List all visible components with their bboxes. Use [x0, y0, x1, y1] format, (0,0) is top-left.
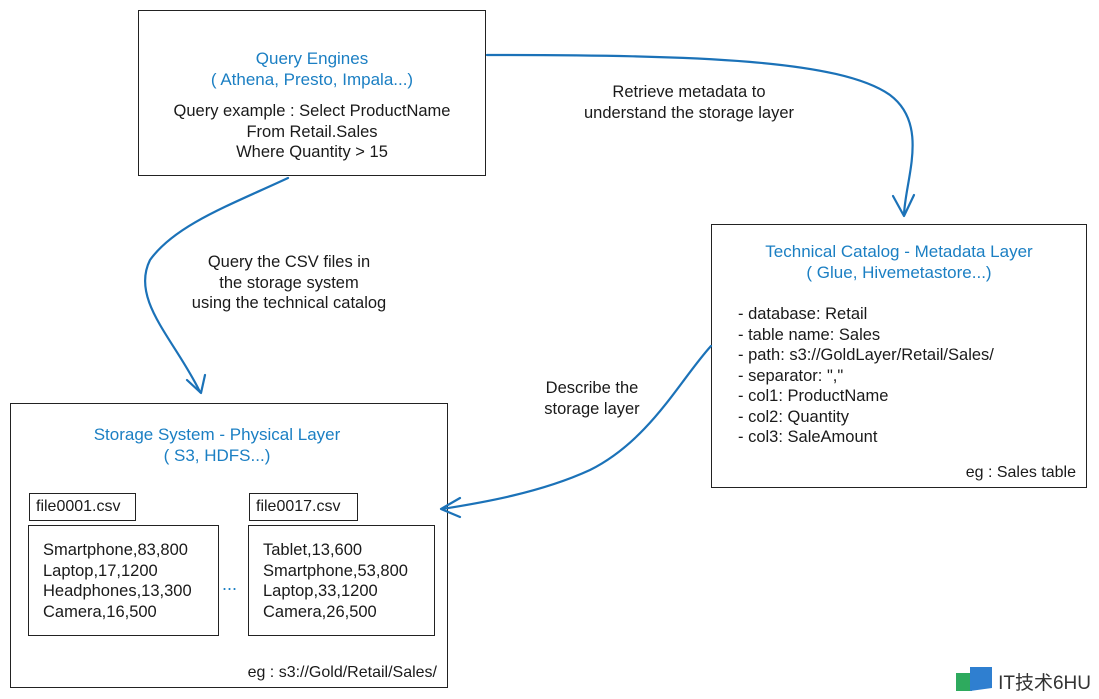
csv-row: Camera,26,500: [263, 602, 377, 621]
storage-system-box: Storage System - Physical Layer ( S3, HD…: [10, 403, 448, 688]
catalog-subtitle: ( Glue, Hivemetastore...): [806, 263, 992, 282]
query-line: Query example : Select ProductName: [173, 102, 451, 120]
metadata-item: - table name: Sales: [738, 325, 881, 344]
file-box-0017: Tablet,13,600 Smartphone,53,800 Laptop,3…: [248, 525, 435, 636]
metadata-item: - separator: ",": [738, 366, 844, 385]
arrowhead-query: [185, 373, 207, 395]
metadata-item: - database: Retail: [738, 305, 868, 323]
storage-subtitle: ( S3, HDFS...): [163, 446, 271, 465]
edge-label-retrieve: Retrieve metadata to understand the stor…: [560, 82, 818, 123]
metadata-item: - col2: Quantity: [738, 407, 849, 426]
metadata-item: - path: s3://GoldLayer/Retail/Sales/: [738, 346, 994, 364]
csv-row: Smartphone,53,800: [263, 561, 408, 580]
csv-row: Tablet,13,600: [263, 541, 363, 559]
arrow-describe-storage: [440, 344, 713, 511]
catalog-metadata-list: - database: Retail - table name: Sales -…: [738, 304, 1086, 448]
query-engines-title: Query Engines: [255, 49, 369, 68]
csv-row: Camera,16,500: [43, 602, 157, 621]
storage-footnote: eg : s3://Gold/Retail/Sales/: [247, 664, 437, 681]
catalog-footnote: eg : Sales table: [965, 464, 1076, 481]
logo-icon: [956, 667, 993, 692]
file-tab-0017: file0017.csv: [249, 493, 358, 521]
csv-row: Headphones,13,300: [43, 582, 192, 600]
edge-label-describe: Describe the storage layer: [522, 378, 662, 419]
query-line: From Retail.Sales: [246, 122, 378, 141]
file-tab-0001: file0001.csv: [29, 493, 136, 521]
arrowhead-retrieve: [891, 193, 916, 218]
edge-label-line: using the technical catalog: [191, 294, 387, 312]
catalog-title: Technical Catalog - Metadata Layer: [765, 242, 1033, 261]
csv-row: Laptop,33,1200: [263, 582, 378, 600]
edge-label-line: Retrieve metadata to: [612, 83, 766, 101]
technical-catalog-box: Technical Catalog - Metadata Layer ( Glu…: [711, 224, 1087, 488]
watermark-text: IT技术6HU: [998, 672, 1091, 694]
edge-label-line: Query the CSV files in: [207, 253, 371, 271]
csv-row: Smartphone,83,800: [43, 541, 188, 559]
metadata-item: - col3: SaleAmount: [738, 428, 878, 446]
file-box-0001: Smartphone,83,800 Laptop,17,1200 Headpho…: [28, 525, 219, 636]
query-engines-subtitle: ( Athena, Presto, Impala...): [210, 70, 414, 89]
ellipsis: ...: [222, 574, 238, 594]
watermark: IT技术6HU: [956, 667, 1091, 695]
storage-title: Storage System - Physical Layer: [93, 425, 341, 444]
edge-label-line: Describe the: [545, 379, 639, 397]
metadata-item: - col1: ProductName: [738, 387, 889, 405]
edge-label-line: storage layer: [544, 399, 640, 418]
query-example: Query example : Select ProductName From …: [139, 101, 485, 163]
query-line: Where Quantity > 15: [236, 143, 388, 161]
arrow-retrieve-metadata: [485, 53, 914, 217]
edge-label-query: Query the CSV files in the storage syste…: [178, 252, 400, 314]
edge-label-line: the storage system: [219, 273, 359, 292]
edge-label-line: understand the storage layer: [583, 103, 795, 122]
csv-row: Laptop,17,1200: [43, 561, 158, 580]
query-engines-box: Query Engines ( Athena, Presto, Impala..…: [138, 10, 486, 176]
